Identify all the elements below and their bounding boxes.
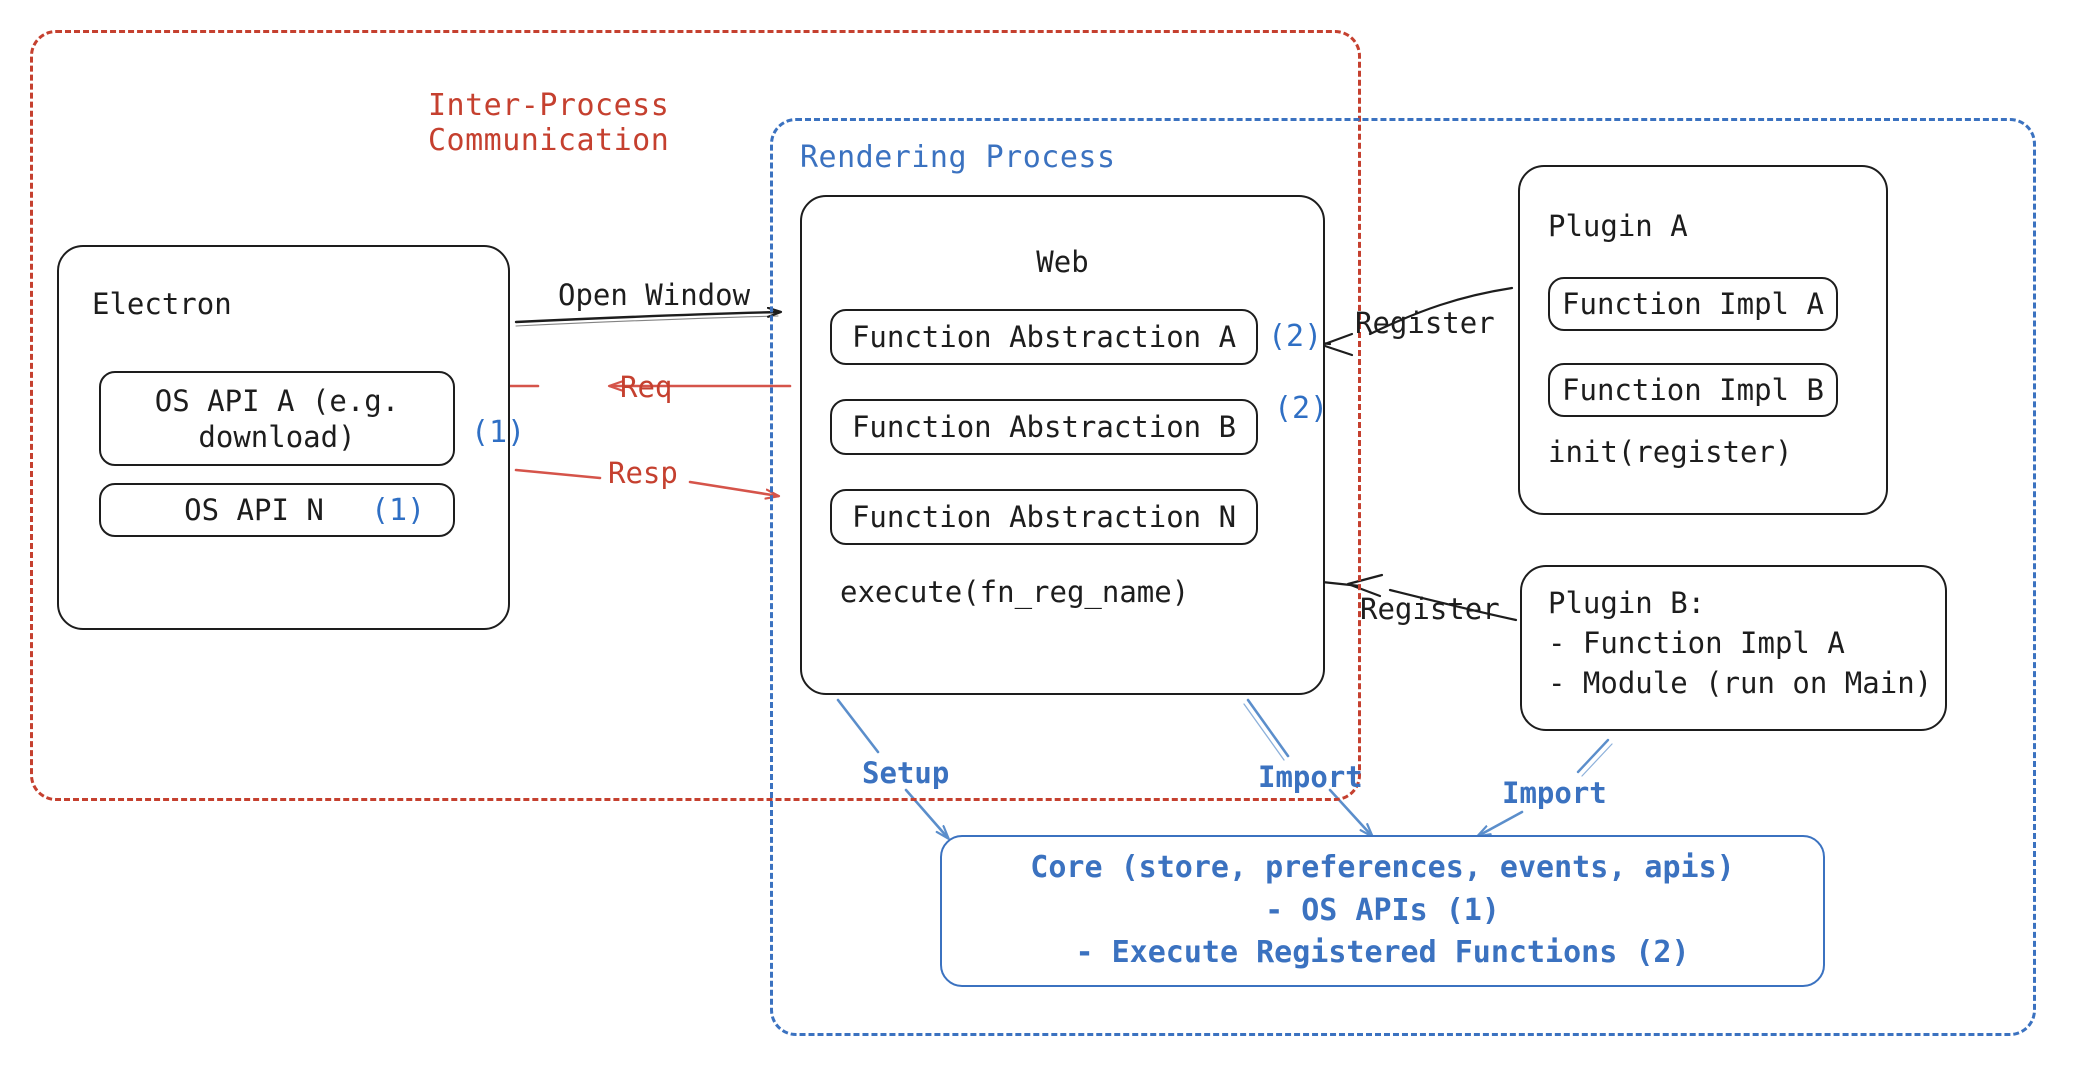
plugin-a-init-label: init(register): [1548, 435, 1793, 469]
os-api-n-marker: (1): [371, 493, 426, 528]
plugin-a-title: Plugin A: [1548, 209, 1688, 243]
function-abstraction-a-box[interactable]: Function Abstraction A: [830, 309, 1258, 365]
group-rendering-process: [770, 118, 2036, 1036]
edge-label-import-plugin: Import: [1502, 776, 1607, 810]
edge-label-req: Req: [620, 370, 673, 404]
function-abstraction-b-marker: (2): [1274, 391, 1329, 426]
edge-label-import-web: Import: [1258, 760, 1363, 794]
function-impl-a-box[interactable]: Function Impl A: [1548, 277, 1838, 331]
edge-label-resp: Resp: [608, 456, 678, 490]
plugin-b-label: Plugin B: - Function Impl A - Module (ru…: [1548, 586, 1933, 701]
function-abstraction-b-box[interactable]: Function Abstraction B: [830, 399, 1258, 455]
os-api-n-box[interactable]: OS API N: [99, 483, 455, 537]
edge-label-register-plugin-a: Register: [1355, 306, 1495, 340]
os-api-n-label: OS API N: [184, 492, 324, 527]
function-abstraction-a-marker: (2): [1268, 319, 1323, 354]
os-api-a-box[interactable]: OS API A (e.g. download): [99, 371, 455, 466]
edge-label-setup: Setup: [862, 756, 950, 790]
os-api-a-marker: (1): [471, 415, 526, 450]
plugin-a-box[interactable]: Plugin A Function Impl A Function Impl B…: [1518, 165, 1888, 515]
group-label-rendering-process: Rendering Process: [800, 140, 1116, 175]
core-label: Core (store, preferences, events, apis) …: [1030, 850, 1735, 971]
function-impl-a-label: Function Impl A: [1562, 286, 1824, 321]
os-api-a-label: OS API A (e.g. download): [154, 383, 400, 454]
web-title: Web: [1036, 245, 1089, 279]
function-abstraction-a-label: Function Abstraction A: [851, 319, 1237, 354]
group-inter-process-communication: [30, 30, 1361, 801]
edge-label-register-plugin-b: Register: [1360, 592, 1500, 626]
group-label-ipc: Inter-Process Communication: [428, 88, 670, 159]
electron-title: Electron: [92, 287, 232, 321]
function-abstraction-b-label: Function Abstraction B: [851, 409, 1237, 444]
core-box[interactable]: Core (store, preferences, events, apis) …: [940, 835, 1825, 987]
edge-label-open-window: Open Window: [558, 278, 751, 312]
function-impl-b-box[interactable]: Function Impl B: [1548, 363, 1838, 417]
function-abstraction-n-label: Function Abstraction N: [851, 499, 1237, 534]
electron-box[interactable]: Electron OS API A (e.g. download) (1) OS…: [57, 245, 525, 630]
web-box[interactable]: Web Function Abstraction A (2) Function …: [800, 195, 1329, 695]
plugin-b-box[interactable]: Plugin B: - Function Impl A - Module (ru…: [1520, 565, 1947, 731]
function-abstraction-n-box[interactable]: Function Abstraction N: [830, 489, 1258, 545]
web-execute-label: execute(fn_reg_name): [840, 575, 1190, 609]
function-impl-b-label: Function Impl B: [1562, 372, 1824, 407]
